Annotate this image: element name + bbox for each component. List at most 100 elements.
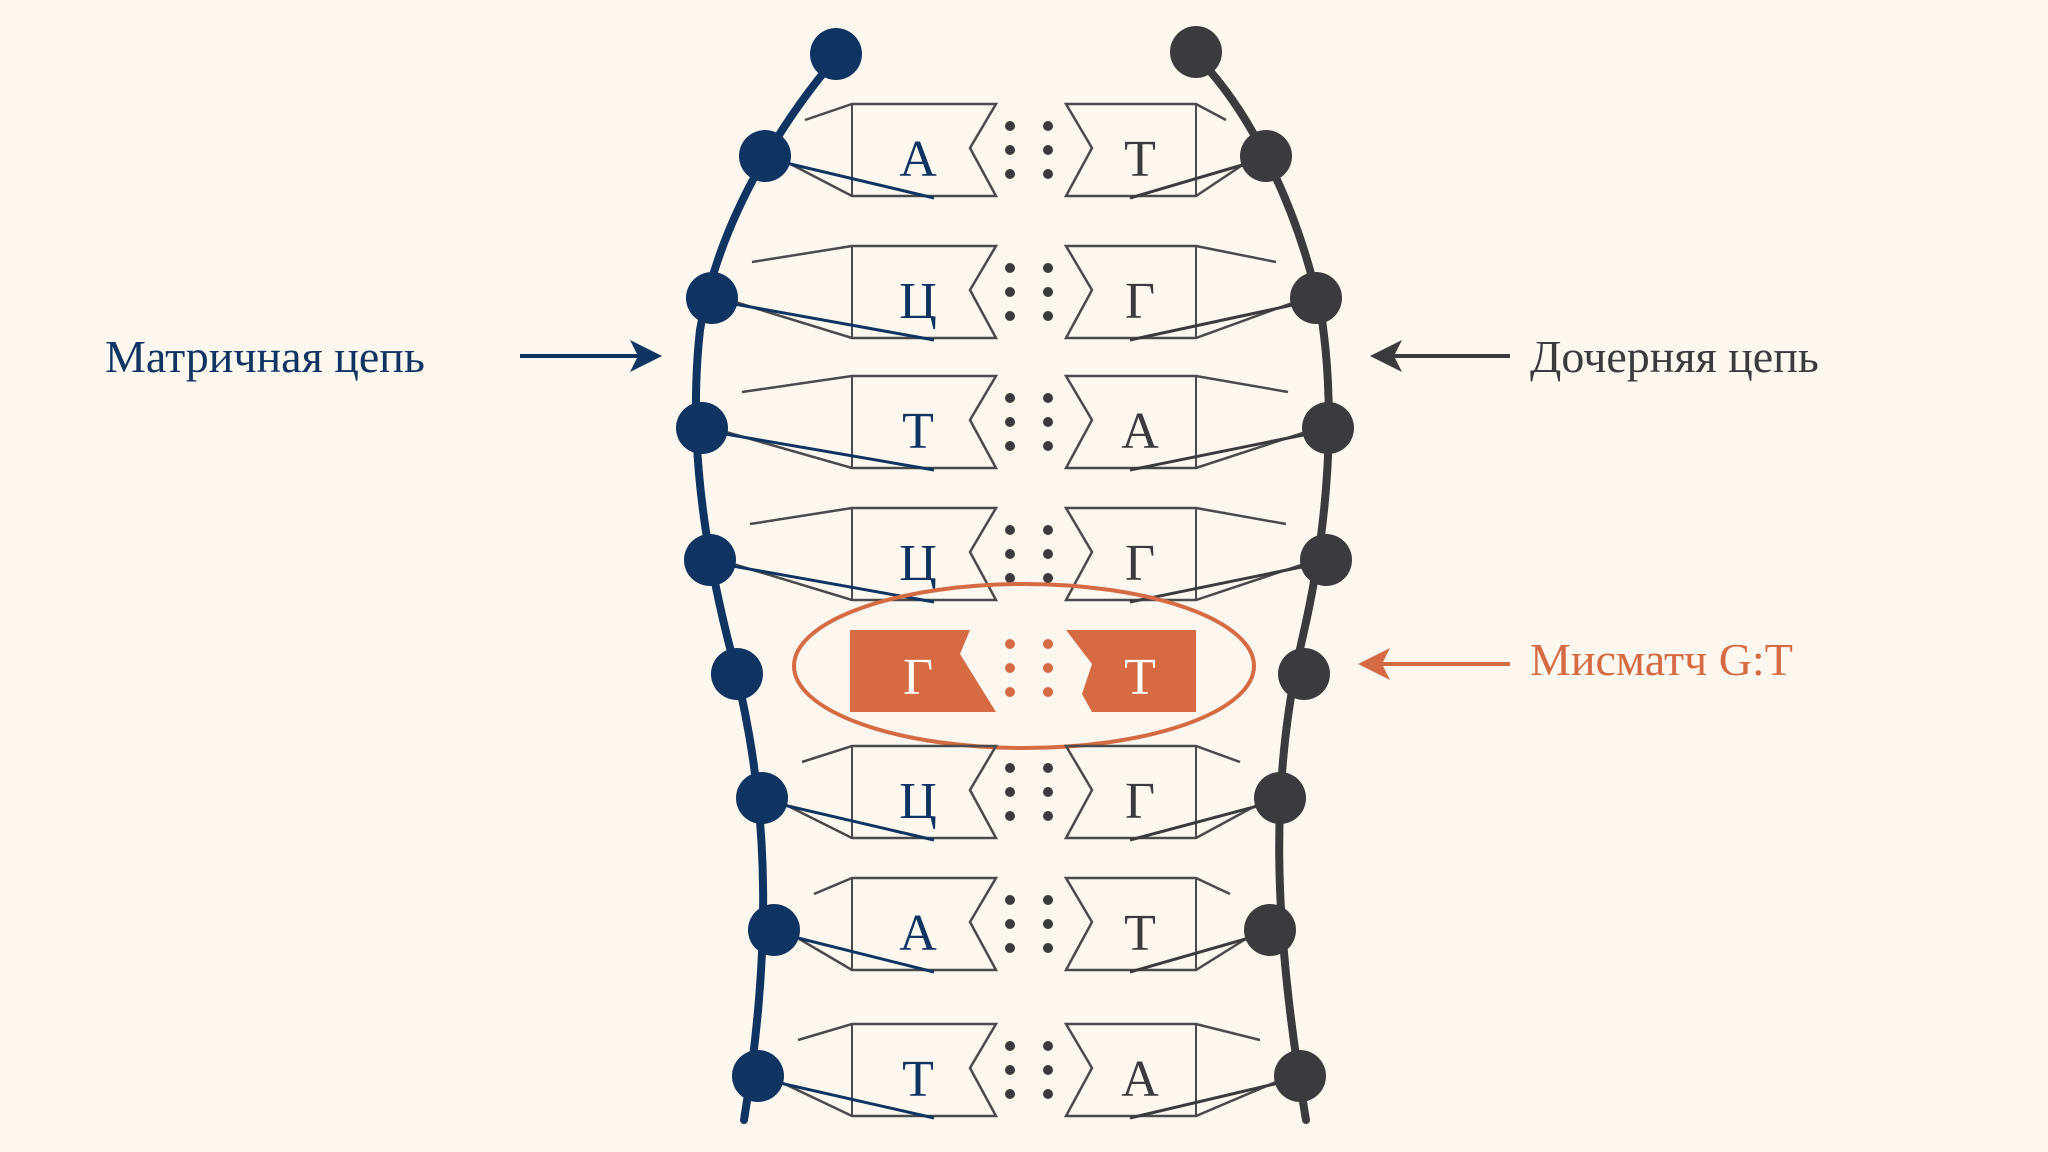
template-phosphate-node [739,130,791,182]
template-phosphate-node [676,402,728,454]
hydrogen-bond-dot [1005,441,1015,451]
hydrogen-bond-dot [1043,1041,1053,1051]
template-arrow-head [630,340,662,372]
hydrogen-bond-dot [1043,573,1053,583]
base-block-left [783,876,999,972]
hydrogen-bond-dot [1005,1041,1015,1051]
daughter-phosphate-node [1278,648,1330,700]
hydrogen-bond-dot [1005,811,1015,821]
hydrogen-bond-dot [1043,311,1053,321]
template-sugar-bond [711,298,935,342]
hydrogen-bond-dot [1005,943,1015,953]
hydrogen-bond-dot [1043,1089,1053,1099]
base-block-left [774,102,999,198]
daughter-phosphate-node [1302,402,1354,454]
daughter-phosphate-node [1290,272,1342,324]
hydrogen-bond-dot [1043,787,1053,797]
template-sugar-bond [709,560,935,604]
hydrogen-bond-dot [1043,263,1053,273]
daughter-sugar-bond [1129,298,1317,342]
template-sugar-bond [757,1076,935,1120]
base-block-left [711,374,999,470]
hydrogen-bond-dot [1005,393,1015,403]
base-block-right [1063,102,1257,198]
hydrogen-bond-dot [1005,639,1015,649]
template-base-letter: А [899,905,937,962]
template-phosphate-node [748,904,800,956]
hydrogen-bond-dot [1043,525,1053,535]
hydrogen-bond-dot [1043,441,1053,451]
base-block-right [1063,244,1307,340]
template-phosphate-node [711,648,763,700]
daughter-base-letter: Т [1124,905,1156,962]
base-block-right [1063,744,1271,840]
hydrogen-bond-dot [1043,287,1053,297]
mismatch-label: Мисматч G:T [1530,634,1793,685]
base-block-right [1063,1022,1291,1118]
hydrogen-bond-dot [1043,943,1053,953]
hydrogen-bond-dot [1005,311,1015,321]
base-block-right [1063,374,1319,470]
daughter-base-letter: А [1121,403,1159,460]
hydrogen-bond-dot [1043,895,1053,905]
daughter-strand-label: Дочерняя цепь [1530,331,1819,382]
hydrogen-bond-dot [1043,687,1053,697]
template-sugar-bond [773,930,935,974]
hydrogen-bond-dot [1043,417,1053,427]
daughter-sugar-bond [1129,1076,1301,1120]
template-terminal-node [810,28,862,80]
daughter-backbone [1192,52,1333,1124]
hydrogen-bond-dot [1043,169,1053,179]
template-base-letter: А [899,131,937,188]
daughter-terminal-node [1170,26,1222,78]
mismatch-base-left [850,630,996,712]
hydrogen-bond-dot [1043,919,1053,929]
hydrogen-bond-dot [1005,1089,1015,1099]
hydrogen-bond-dot [1005,121,1015,131]
daughter-base-letter: Г [1125,773,1155,830]
template-base-letter: Ц [899,535,937,592]
hydrogen-bond-dot [1005,263,1015,273]
hydrogen-bond-dot [1043,393,1053,403]
hydrogen-bond-dot [1043,763,1053,773]
template-base-letter: Т [902,403,934,460]
hydrogen-bond-dot [1005,787,1015,797]
template-phosphate-node [736,772,788,824]
hydrogen-bond-dot [1005,895,1015,905]
daughter-base-letter: А [1121,1051,1159,1108]
hydrogen-bond-dot [1005,763,1015,773]
template-base-letter: Ц [899,773,937,830]
template-sugar-bond [701,428,935,472]
hydrogen-bond-dot [1005,573,1015,583]
base-block-right [1063,876,1261,972]
base-block-left [767,1022,999,1118]
daughter-phosphate-node [1240,130,1292,182]
daughter-base-letter: Г [1125,535,1155,592]
hydrogen-bond-dot [1005,417,1015,427]
mismatch-highlight-ellipse [792,582,1256,750]
template-phosphate-node [686,272,738,324]
hydrogen-bond-dot [1043,663,1053,673]
hydrogen-bond-dot [1043,549,1053,559]
hydrogen-bond-dot [1005,287,1015,297]
base-block-left [771,744,999,840]
hydrogen-bond-dot [1005,549,1015,559]
template-sugar-bond [764,156,935,200]
daughter-phosphate-node [1254,772,1306,824]
hydrogen-bond-dot [1043,1065,1053,1075]
template-base-letter: Г [903,649,933,706]
daughter-phosphate-node [1300,534,1352,586]
hydrogen-bond-dot [1043,145,1053,155]
template-base-letter: Ц [899,273,937,330]
hydrogen-bond-dot [1005,1065,1015,1075]
template-backbone [691,54,840,1124]
daughter-arrow-head [1370,340,1402,372]
hydrogen-bond-dot [1005,145,1015,155]
hydrogen-bond-dot [1005,525,1015,535]
daughter-sugar-bond [1129,560,1327,604]
daughter-phosphate-node [1244,904,1296,956]
hydrogen-bond-dot [1005,919,1015,929]
hydrogen-bond-dot [1005,687,1015,697]
